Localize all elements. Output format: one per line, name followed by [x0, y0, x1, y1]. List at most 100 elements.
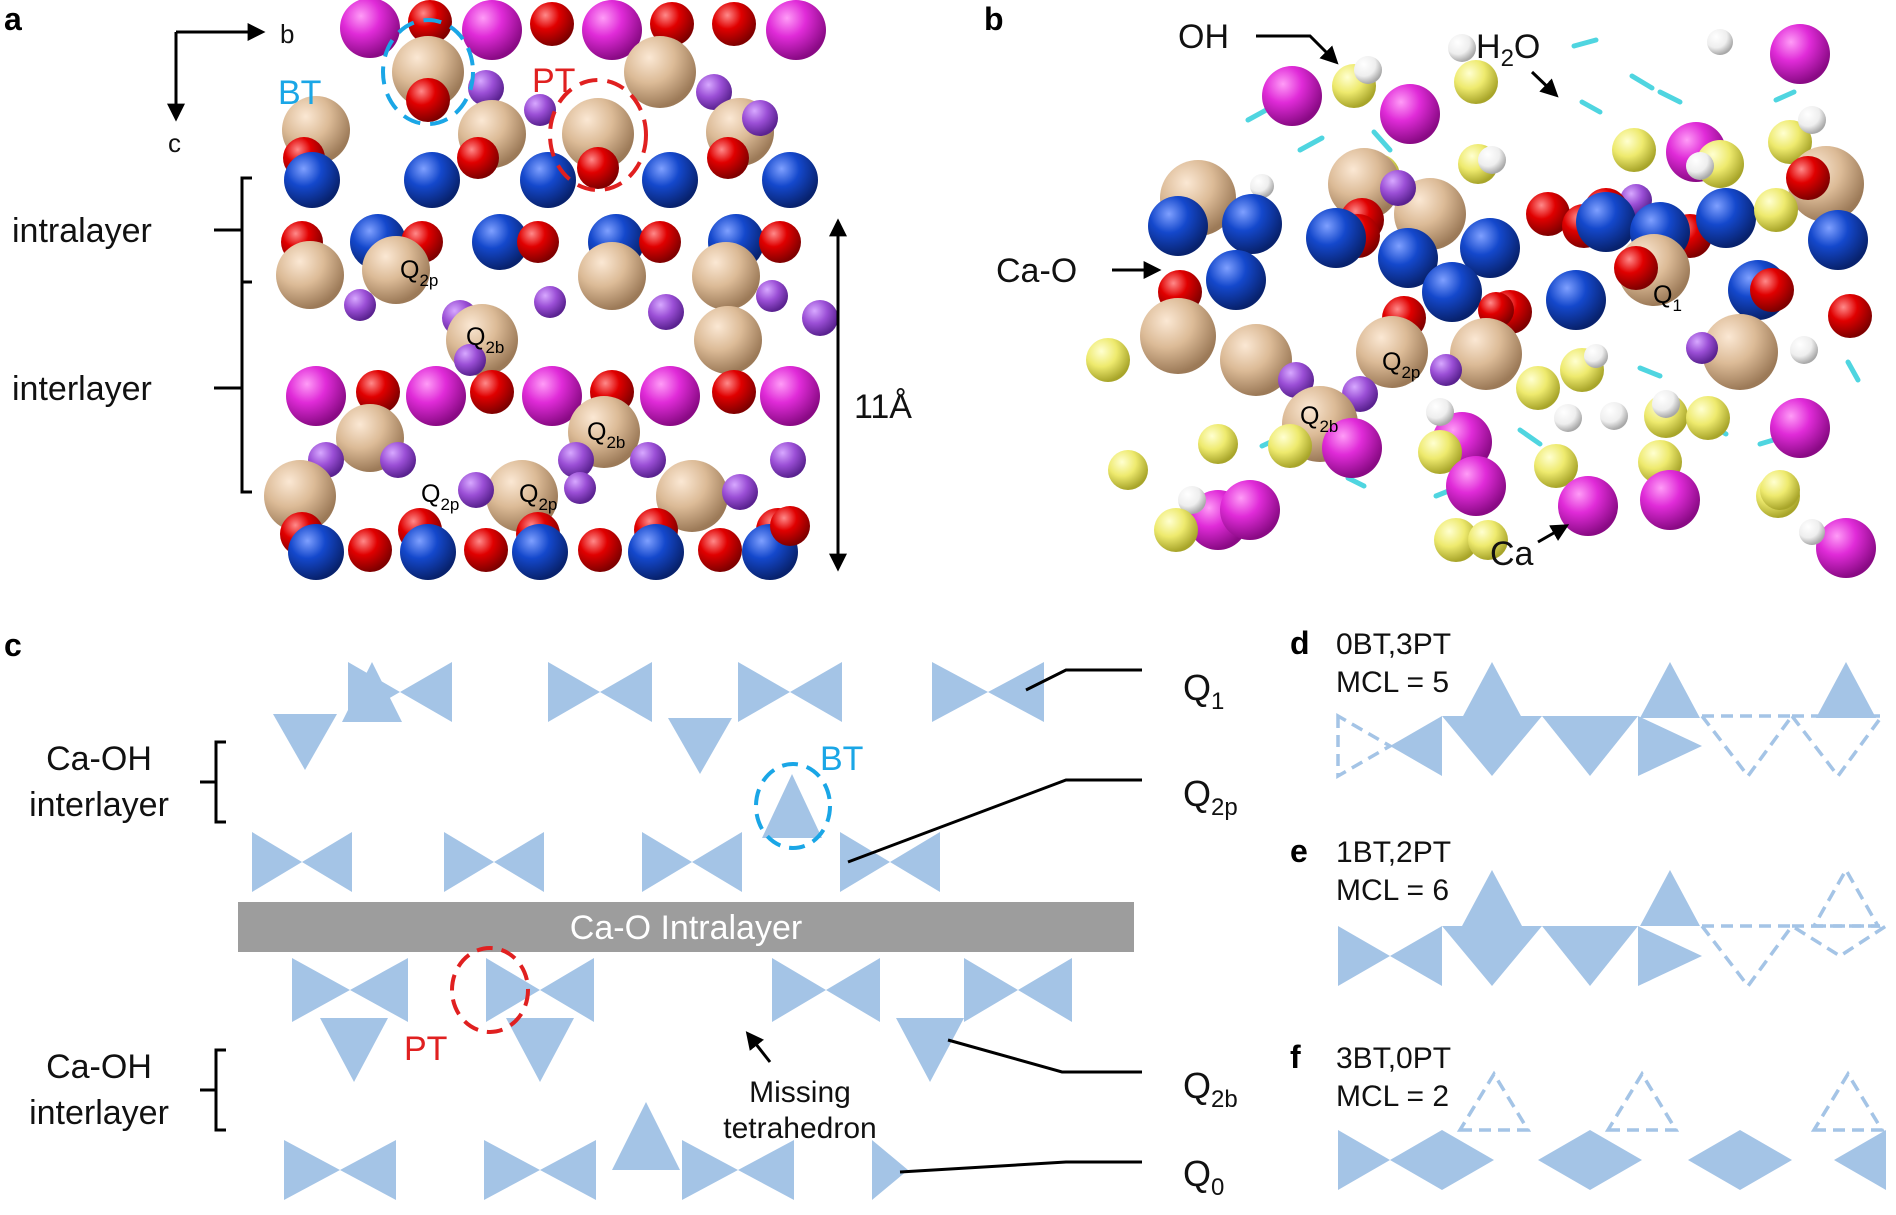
water-molecule — [1571, 37, 1599, 49]
calcium-atom — [1816, 518, 1876, 578]
paired-tetrahedron — [964, 958, 1018, 1022]
q0-label-c: Q0 — [1183, 1153, 1224, 1201]
water-molecule — [1845, 359, 1861, 383]
bridging-tetrahedron — [1462, 662, 1522, 718]
bridging-oxygen-atom — [454, 344, 486, 376]
calcium-atom — [1770, 24, 1830, 84]
silicon-atom — [1140, 298, 1216, 374]
chain-tetrahedron — [1442, 926, 1542, 986]
q2p-label-c: Q2p — [1183, 773, 1238, 821]
oxygen-atom — [698, 528, 742, 572]
intralayer-calcium-atom — [1808, 210, 1868, 270]
hydrogen-atom — [1478, 146, 1506, 174]
paired-tetrahedron — [340, 1140, 396, 1200]
calcium-atom — [462, 0, 522, 60]
hydrogen-atom — [1250, 174, 1274, 198]
hydroxyl-oxygen-atom — [1468, 520, 1508, 560]
chain-tetrahedron — [1390, 1130, 1442, 1190]
caoh-bottom-line2: interlayer — [29, 1094, 169, 1132]
hydroxyl-oxygen-atom — [1108, 450, 1148, 490]
water-molecule — [1637, 365, 1663, 379]
panel-e-label: e — [1290, 833, 1308, 869]
water-molecule — [1297, 135, 1325, 153]
q2p-label-a1: Q2p — [400, 256, 438, 290]
intralayer-calcium-atom — [1422, 262, 1482, 322]
chain-tetrahedron — [1442, 716, 1542, 776]
bridging-oxygen-atom — [524, 94, 556, 126]
ca-arrow — [1537, 524, 1570, 544]
hydroxyl-oxygen-atom — [1198, 424, 1238, 464]
intralayer-calcium-atom — [1576, 192, 1636, 252]
intralayer-calcium-atom — [400, 524, 456, 580]
paired-tetrahedron — [932, 662, 988, 722]
hydrogen-atom — [1707, 29, 1733, 55]
paired-tetrahedron — [400, 662, 452, 722]
hydrogen-atom — [1600, 402, 1628, 430]
bridging-oxygen-atom — [468, 70, 504, 106]
paired-tetrahedron — [252, 832, 302, 892]
oh-label: OH — [1178, 18, 1229, 56]
bridging-tetrahedron — [273, 714, 337, 770]
silicon-atom — [1220, 324, 1292, 396]
oxygen-atom — [356, 370, 400, 414]
pt-circle-a — [548, 78, 648, 192]
water-molecule — [1371, 129, 1393, 153]
bridging-tetrahedron — [506, 1018, 574, 1082]
q2p-leader — [847, 778, 1142, 864]
pt-label-c: PT — [404, 1030, 447, 1068]
intralayer-calcium-atom — [520, 152, 576, 208]
calcium-atom — [1220, 480, 1280, 540]
panel-c-label: c — [4, 627, 22, 663]
intralayer-calcium-atom — [628, 524, 684, 580]
panel-b-label: b — [984, 1, 1004, 37]
missing-arrow — [745, 1031, 772, 1063]
bridging-tetrahedron — [1640, 870, 1700, 926]
bridging-oxygen-atom — [344, 289, 376, 321]
calcium-atom — [1640, 470, 1700, 530]
ca-label: Ca — [1490, 535, 1534, 573]
q1-label-c: Q1 — [1183, 667, 1224, 715]
calcium-atom — [1262, 66, 1322, 126]
paired-tetrahedron — [682, 1140, 738, 1200]
bridging-oxygen-atom — [380, 442, 416, 478]
bridging-oxygen-atom — [648, 294, 684, 330]
paired-tetrahedron — [772, 958, 826, 1022]
intralayer-calcium-atom — [1460, 218, 1520, 278]
caoh-top-line2: interlayer — [29, 786, 169, 824]
oxygen-atom — [457, 137, 499, 179]
intralayer-bar-label: Ca-O Intralayer — [570, 909, 802, 947]
intralayer-calcium-atom — [1378, 228, 1438, 288]
chain-tetrahedron — [1638, 926, 1702, 986]
chain-tetrahedron — [1740, 1130, 1792, 1190]
intralayer-calcium-atom — [1546, 270, 1606, 330]
bridging-oxygen-atom — [534, 286, 566, 318]
silicon-atom — [264, 460, 336, 532]
bridging-tetrahedron — [1810, 1070, 1886, 1132]
chain-tetrahedron — [1688, 1130, 1740, 1190]
paired-tetrahedron — [600, 662, 652, 722]
bridging-tetrahedron — [1640, 662, 1700, 718]
paired-tetrahedron — [738, 662, 790, 722]
chain-tetrahedron — [1834, 1130, 1886, 1190]
calcium-atom — [340, 0, 400, 58]
water-molecule — [1657, 89, 1683, 105]
hydroxyl-oxygen-atom — [1686, 396, 1730, 440]
hydroxyl-oxygen-atom — [1534, 444, 1578, 488]
chain-e — [1338, 866, 1892, 989]
bridging-oxygen-atom — [1380, 170, 1416, 206]
hydrogen-atom — [1799, 519, 1825, 545]
bt-circle-a — [381, 18, 475, 126]
silicon-atom — [624, 36, 696, 108]
panel-b-atoms — [1086, 24, 1876, 578]
paired-tetrahedron — [738, 1140, 794, 1200]
paired-tetrahedron — [540, 1140, 596, 1200]
water-molecule — [1579, 99, 1603, 115]
hydrogen-atom — [1652, 390, 1680, 418]
hydrogen-atom — [1790, 336, 1818, 364]
oxygen-atom — [759, 221, 801, 263]
oxygen-atom — [1614, 246, 1658, 290]
q2p-label-b: Q2p — [1382, 348, 1420, 382]
bridging-oxygen-atom — [1686, 332, 1718, 364]
intralayer-calcium-atom — [1696, 188, 1756, 248]
paired-tetrahedron — [494, 832, 544, 892]
